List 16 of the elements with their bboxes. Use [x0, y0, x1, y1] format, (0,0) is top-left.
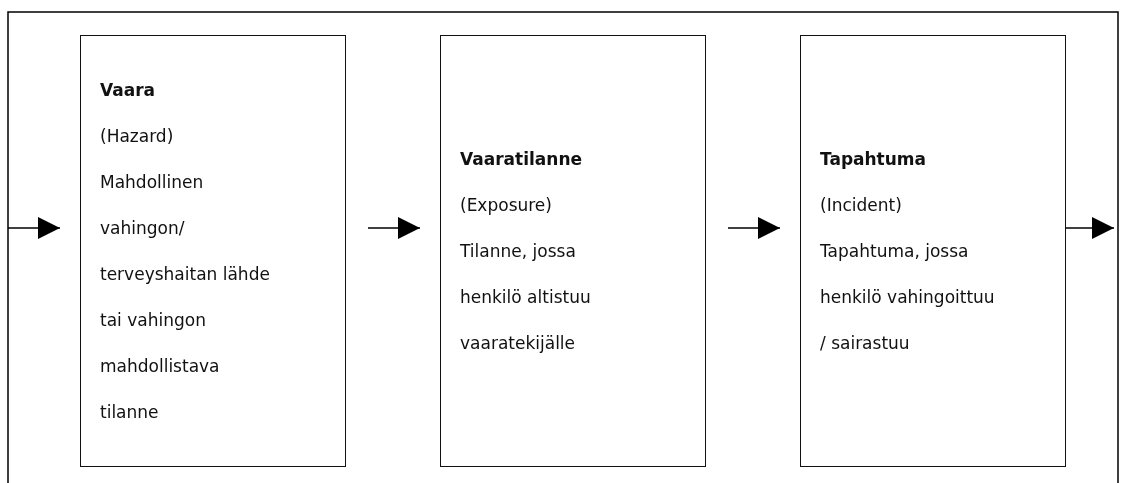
box-text: (Exposure) [460, 194, 553, 217]
box-text: (Incident) [820, 194, 903, 217]
box-title: Vaara [100, 79, 157, 102]
process-box [800, 35, 1066, 467]
box-text: (Hazard) [100, 125, 175, 148]
process-box [80, 35, 346, 467]
box-title: Vaaratilanne [460, 148, 583, 171]
arrow [367, 217, 421, 239]
box-title: Tapahtuma [820, 148, 928, 171]
box-text: Tilanne, jossa henkilö altistuu vaaratekijälle [460, 240, 592, 355]
box-text: Tapahtuma, jossa henkilö vahingoittuu / sairastuu [820, 240, 996, 355]
box-text: Mahdollinen vahingon/ terveyshaitan lähde tai vahingon mahdollistava tilanne [100, 171, 271, 424]
arrow [727, 217, 781, 239]
arrow [7, 217, 61, 239]
arrow [1065, 217, 1115, 239]
process-box [440, 35, 706, 467]
